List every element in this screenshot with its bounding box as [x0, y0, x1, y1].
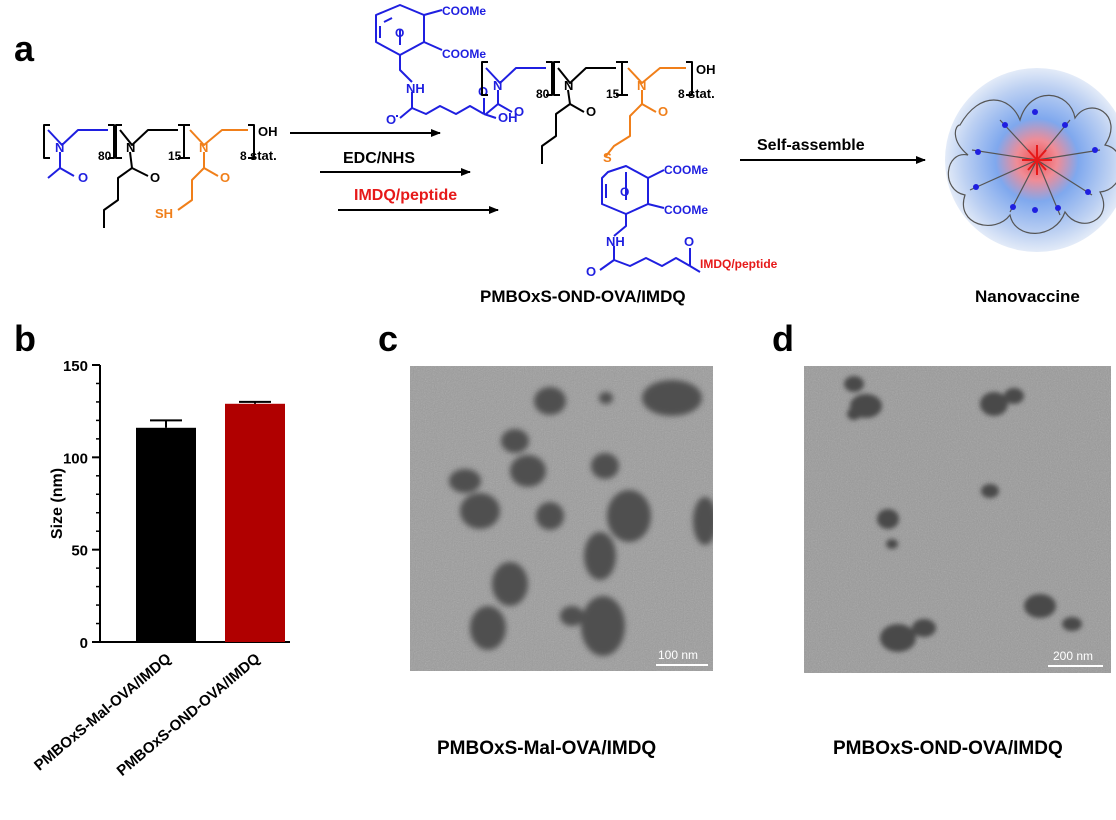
bridge-o: O: [620, 185, 629, 199]
product-polymer: [481, 61, 701, 273]
o-atom: O: [78, 170, 88, 185]
panel-label-c: c: [378, 318, 399, 359]
o-atom: O: [586, 264, 596, 279]
o-atom: O: [386, 112, 396, 127]
subscript-8: 8: [678, 87, 685, 101]
n-atom: N: [493, 78, 502, 93]
n-atom: N: [55, 140, 64, 155]
subscript-15: 15: [606, 87, 620, 101]
stat-label: stat.: [688, 86, 715, 101]
subscript-80: 80: [98, 149, 112, 163]
scalebar-label-c: 100 nm: [658, 648, 699, 662]
caption-c: PMBOxS-Mal-OVA/IMDQ: [437, 738, 657, 759]
y-tick-label: 150: [63, 358, 88, 375]
sh-group: SH: [155, 206, 173, 221]
o-atom: O: [586, 104, 596, 119]
n-atom: N: [564, 78, 573, 93]
y-tick-label: 0: [80, 635, 88, 652]
tem-image-mal: 100 nm: [410, 366, 713, 671]
oh-end: OH: [696, 62, 716, 77]
o-atom: O: [150, 170, 160, 185]
tem-image-ond: 200 nm: [804, 366, 1111, 673]
coome-label: COOMe: [664, 203, 708, 217]
scalebar-line-d: [1048, 665, 1103, 667]
n-atom: N: [126, 140, 135, 155]
coome-label: COOMe: [442, 4, 486, 18]
ond-reagent: [375, 4, 497, 119]
arrow-label-imdq: IMDQ/peptide: [354, 187, 457, 204]
reaction-scheme: N O 80 N O 15 N O SH 8 OH stat. COOMe CO…: [43, 4, 1116, 306]
nanovaccine-label: Nanovaccine: [975, 287, 1080, 306]
scalebar-label-d: 200 nm: [1053, 649, 1094, 663]
oh-end: OH: [258, 124, 278, 139]
thioether-s: S: [603, 150, 612, 165]
o-atom: O: [514, 104, 524, 119]
o-atom: O: [658, 104, 668, 119]
n-atom: N: [637, 78, 646, 93]
nanovaccine-illustration: [945, 68, 1116, 252]
nanoparticle-clusters: [844, 376, 1082, 652]
y-tick-label: 100: [63, 450, 88, 467]
oh-label: OH: [498, 110, 518, 125]
scalebar-line-c: [656, 664, 708, 666]
x-category-label: PMBOxS-Mal-OVA/IMDQ: [31, 650, 175, 774]
x-category-label: PMBOxS-OND-OVA/IMDQ: [114, 650, 264, 780]
o-atom: O: [684, 234, 694, 249]
nanoparticles: [449, 380, 713, 656]
bar-2: [225, 403, 285, 642]
arrow-label-edc: EDC/NHS: [343, 150, 415, 167]
bar-1: [136, 427, 196, 642]
polymer-chains: [947, 94, 1116, 234]
bridge-o: O: [395, 26, 404, 40]
n-atom: N: [199, 140, 208, 155]
self-assemble-label: Self-assemble: [757, 137, 865, 154]
y-axis-label: Size (nm): [49, 468, 66, 539]
starting-polymer: [43, 124, 255, 228]
coome-label: COOMe: [442, 47, 486, 61]
nh-label: NH: [606, 234, 625, 249]
imdq-peptide-label: IMDQ/peptide: [700, 257, 778, 271]
o-atom: O: [220, 170, 230, 185]
nh-label: NH: [406, 81, 425, 96]
caption-d: PMBOxS-OND-OVA/IMDQ: [833, 738, 1063, 759]
o-atom: O: [478, 84, 488, 99]
subscript-15: 15: [168, 149, 182, 163]
subscript-8: 8: [240, 149, 247, 163]
stat-label: stat.: [250, 148, 277, 163]
product-name: PMBOxS-OND-OVA/IMDQ: [480, 287, 686, 306]
subscript-80: 80: [536, 87, 550, 101]
panel-label-d: d: [772, 318, 794, 359]
panel-label-b: b: [14, 318, 36, 359]
coome-label: COOMe: [664, 163, 708, 177]
y-tick-label: 50: [71, 543, 88, 560]
panel-label-a: a: [14, 28, 35, 69]
core-imdq: [1022, 145, 1052, 175]
surface-peptides: [973, 109, 1098, 213]
